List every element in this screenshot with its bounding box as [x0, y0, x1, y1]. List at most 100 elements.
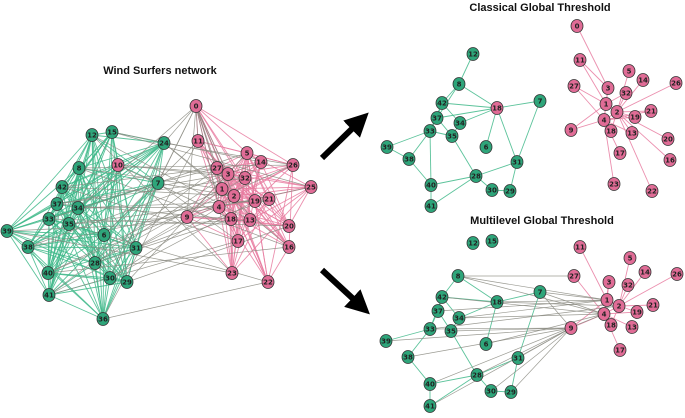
classical-node-label-26: 26	[671, 80, 681, 88]
original-edge	[27, 234, 105, 248]
original-node-42	[55, 180, 69, 194]
multilevel-node-29	[504, 385, 518, 399]
classical-node-label-12: 12	[468, 51, 478, 59]
multilevel-node-label-30: 30	[486, 388, 496, 396]
classical-node-label-29: 29	[505, 188, 515, 196]
classical-node-label-20: 20	[663, 136, 673, 144]
original-node-8	[72, 161, 86, 175]
classical-node-18	[490, 101, 504, 115]
multilevel-node-label-19: 19	[632, 309, 642, 317]
classical-node-8	[452, 77, 466, 91]
classical-node-label-16: 16	[665, 157, 675, 165]
original-edge	[94, 142, 165, 264]
original-edge	[91, 134, 165, 144]
original-edge	[195, 105, 294, 166]
multilevel-node-41	[423, 399, 437, 413]
original-node-label-34: 34	[73, 205, 83, 213]
classical-node-label-32: 32	[621, 90, 631, 98]
original-edge	[288, 164, 294, 248]
original-node-label-6: 6	[102, 232, 107, 240]
classical-edge	[459, 107, 498, 124]
multilevel-edge	[485, 313, 605, 345]
classical-threshold-graph: 0123456789111213141617181920212223262728…	[380, 19, 683, 213]
original-edge	[135, 216, 188, 249]
multilevel-node-label-26: 26	[672, 271, 682, 279]
multilevel-node-label-29: 29	[506, 389, 516, 397]
original-edge	[163, 105, 197, 144]
multilevel-node-11	[573, 240, 587, 254]
multilevel-node-label-3: 3	[607, 279, 612, 287]
classical-node-38	[402, 152, 416, 166]
original-edge	[91, 134, 137, 249]
classical-node-label-2: 2	[615, 109, 620, 117]
original-node-6	[97, 228, 111, 242]
multilevel-edge	[437, 299, 608, 312]
original-node-1	[215, 182, 229, 196]
classical-edge	[570, 103, 607, 131]
original-edge	[102, 247, 137, 320]
original-node-34	[71, 201, 85, 215]
original-edge	[47, 164, 294, 274]
classical-node-19	[628, 110, 642, 124]
classical-node-label-14: 14	[638, 77, 648, 85]
classical-node-label-13: 13	[627, 130, 637, 138]
classical-node-16	[663, 153, 677, 167]
multilevel-edge	[429, 374, 478, 407]
title-classical-global-threshold: Classical Global Threshold	[469, 2, 611, 14]
original-edge	[6, 134, 93, 232]
multilevel-node-15	[485, 234, 499, 248]
original-node-label-11: 11	[193, 138, 203, 146]
classical-node-37	[430, 111, 444, 125]
original-edge	[157, 182, 239, 242]
original-node-label-2: 2	[232, 193, 237, 201]
original-node-15	[105, 125, 119, 139]
multilevel-node-33	[423, 322, 437, 336]
original-node-12	[85, 128, 99, 142]
classical-node-11	[573, 53, 587, 67]
classical-node-label-28: 28	[471, 173, 481, 181]
original-edge	[77, 200, 256, 209]
multilevel-node-label-6: 6	[484, 341, 489, 349]
multilevel-node-label-2: 2	[617, 303, 622, 311]
original-node-25	[304, 180, 318, 194]
original-node-21	[262, 192, 276, 206]
classical-node-30	[485, 183, 499, 197]
original-edge	[267, 246, 290, 283]
classical-node-label-37: 37	[432, 115, 442, 123]
original-node-label-37: 37	[52, 201, 62, 209]
classical-node-9	[564, 123, 578, 137]
multilevel-node-8	[451, 269, 465, 283]
original-edge	[195, 105, 218, 169]
original-edge	[77, 134, 93, 209]
original-node-31	[129, 241, 143, 255]
original-node-38	[21, 240, 35, 254]
original-edge	[6, 230, 233, 274]
original-node-label-12: 12	[87, 132, 97, 140]
multilevel-node-label-8: 8	[456, 273, 461, 281]
original-node-11	[191, 134, 205, 148]
multilevel-edge	[476, 327, 572, 376]
title-wind-surfers-network: Wind Surfers network	[103, 65, 217, 77]
multilevel-node-38	[401, 350, 415, 364]
classical-node-12	[466, 47, 480, 61]
original-edge	[246, 152, 290, 227]
classical-node-label-31: 31	[512, 159, 522, 167]
original-node-17	[231, 234, 245, 248]
classical-node-29	[503, 184, 517, 198]
multilevel-node-26	[670, 267, 684, 281]
original-edge	[249, 186, 312, 221]
original-edge	[77, 105, 197, 209]
classical-node-label-1: 1	[604, 101, 609, 109]
original-edge	[102, 277, 111, 320]
original-edge	[117, 164, 137, 249]
classical-node-label-33: 33	[425, 128, 435, 136]
multilevel-edge	[429, 374, 478, 385]
original-node-41	[42, 288, 56, 302]
original-node-10	[111, 158, 125, 172]
original-edge	[195, 105, 235, 197]
original-edge	[102, 281, 269, 320]
classical-node-label-39: 39	[382, 144, 392, 152]
original-edge	[221, 186, 312, 190]
classical-node-35	[445, 129, 459, 143]
original-node-16	[282, 240, 296, 254]
